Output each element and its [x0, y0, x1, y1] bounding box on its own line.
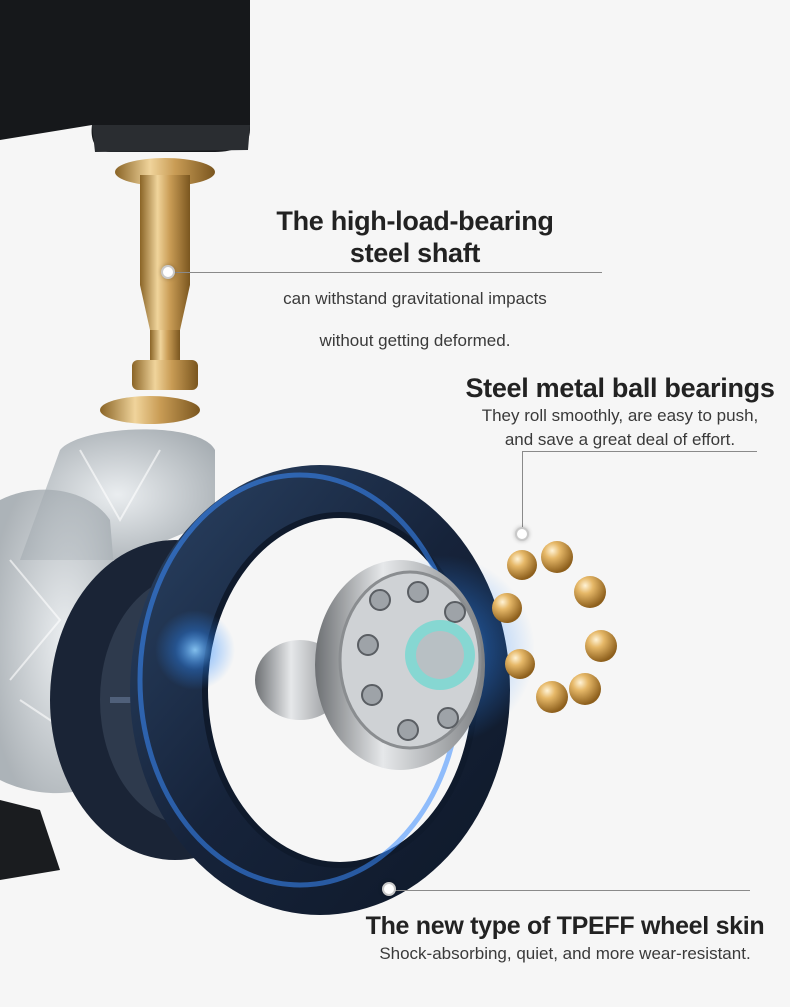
bearings-title: Steel metal ball bearings	[465, 373, 775, 403]
bearings-callout: Steel metal ball bearings They roll smoo…	[455, 372, 785, 452]
wheel-skin-marker-dot	[382, 882, 396, 896]
bearings-leader-drop	[522, 451, 523, 531]
ball-bearings	[492, 541, 617, 713]
wheel-skin-desc: Shock-absorbing, quiet, and more wear-re…	[379, 944, 751, 963]
bearings-desc-line1: They roll smoothly, are easy to push,	[481, 406, 759, 425]
shaft-marker-dot	[161, 265, 175, 279]
shaft-desc-line1: can withstand gravitational impacts	[283, 289, 547, 308]
shaft-title-line1: The high-load-bearing	[276, 206, 554, 236]
bearing-hub	[255, 555, 535, 770]
mount-bracket	[0, 0, 250, 152]
wheel-skin-title: The new type of TPEFF wheel skin	[365, 912, 765, 940]
shaft-title-line2: steel shaft	[349, 238, 481, 268]
steel-shaft	[100, 158, 215, 424]
wheel-skin-callout: The new type of TPEFF wheel skin Shock-a…	[340, 910, 790, 966]
shaft-leader-line	[168, 272, 602, 273]
shaft-callout: The high-load-bearing steel shaft can wi…	[230, 205, 600, 353]
bearings-desc-line2: and save a great deal of effort.	[504, 430, 736, 449]
shaft-desc-line2: without getting deformed.	[319, 331, 511, 350]
wheel-skin-leader-line	[390, 890, 750, 891]
bearings-marker-dot	[515, 527, 529, 541]
bearings-leader-line	[522, 451, 757, 452]
